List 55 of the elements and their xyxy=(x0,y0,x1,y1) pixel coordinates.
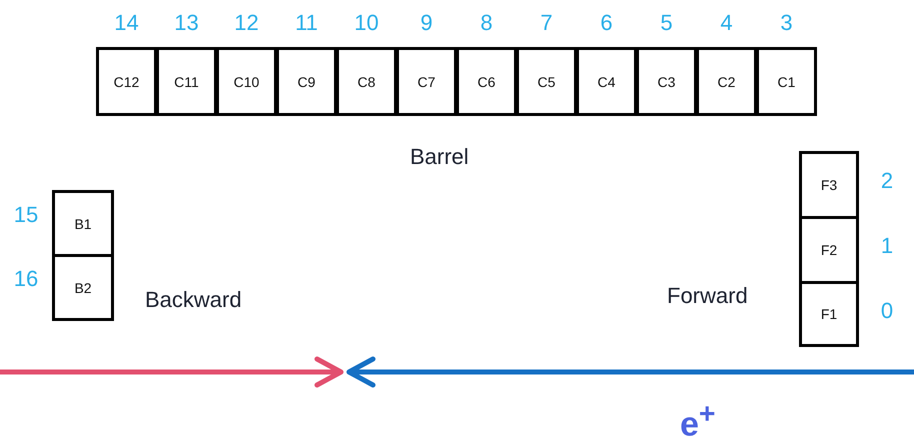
box-label: C4 xyxy=(598,74,616,90)
box-label: B1 xyxy=(74,216,92,232)
channel-number: 0 xyxy=(880,298,894,324)
box-label: C1 xyxy=(778,74,796,90)
channel-number: 14 xyxy=(113,10,140,36)
box-label: C8 xyxy=(358,74,376,90)
detector-box xyxy=(636,47,697,116)
detector-box xyxy=(396,47,457,116)
box-label: C7 xyxy=(418,74,436,90)
detector-box xyxy=(696,47,757,116)
channel-number: 5 xyxy=(659,10,674,36)
box-label: C2 xyxy=(718,74,736,90)
channel-number: 4 xyxy=(719,10,734,36)
channel-number: 7 xyxy=(539,10,554,36)
detector-box xyxy=(336,47,397,116)
detector-box xyxy=(216,47,277,116)
box-label: C11 xyxy=(174,74,199,90)
box-label: B2 xyxy=(74,280,92,296)
detector-box xyxy=(756,47,817,116)
channel-number: 1 xyxy=(880,233,894,259)
detector-box xyxy=(799,216,859,284)
channel-number: 15 xyxy=(12,202,40,228)
detector-box xyxy=(456,47,517,116)
detector-box xyxy=(52,254,114,321)
detector-box xyxy=(156,47,217,116)
detector-box xyxy=(576,47,637,116)
box-label: C5 xyxy=(538,74,556,90)
detector-box xyxy=(276,47,337,116)
channel-number: 10 xyxy=(353,10,380,36)
channel-number: 12 xyxy=(233,10,260,36)
detector-box xyxy=(96,47,157,116)
box-label: C6 xyxy=(478,74,496,90)
box-label: C9 xyxy=(298,74,316,90)
detector-box xyxy=(799,151,859,219)
detector-box xyxy=(799,281,859,347)
box-label: F2 xyxy=(820,242,838,258)
region-label: Barrel xyxy=(410,144,469,170)
region-label: Forward xyxy=(667,283,748,309)
box-label: C10 xyxy=(234,74,260,90)
box-label: F3 xyxy=(820,177,838,193)
channel-number: 2 xyxy=(880,168,894,194)
channel-number: 11 xyxy=(294,10,319,36)
box-label: C3 xyxy=(658,74,676,90)
channel-number: 6 xyxy=(599,10,614,36)
channel-number: 9 xyxy=(419,10,434,36)
channel-number: 8 xyxy=(479,10,494,36)
channel-number: 13 xyxy=(173,10,200,36)
detector-box xyxy=(52,190,114,257)
detector-box xyxy=(516,47,577,116)
particle-label: e$^{+}$ xyxy=(680,397,716,442)
region-label: Backward xyxy=(145,287,242,313)
box-label: C12 xyxy=(114,74,140,90)
channel-number: 16 xyxy=(12,266,40,292)
channel-number: 3 xyxy=(779,10,794,36)
box-label: F1 xyxy=(820,306,838,322)
